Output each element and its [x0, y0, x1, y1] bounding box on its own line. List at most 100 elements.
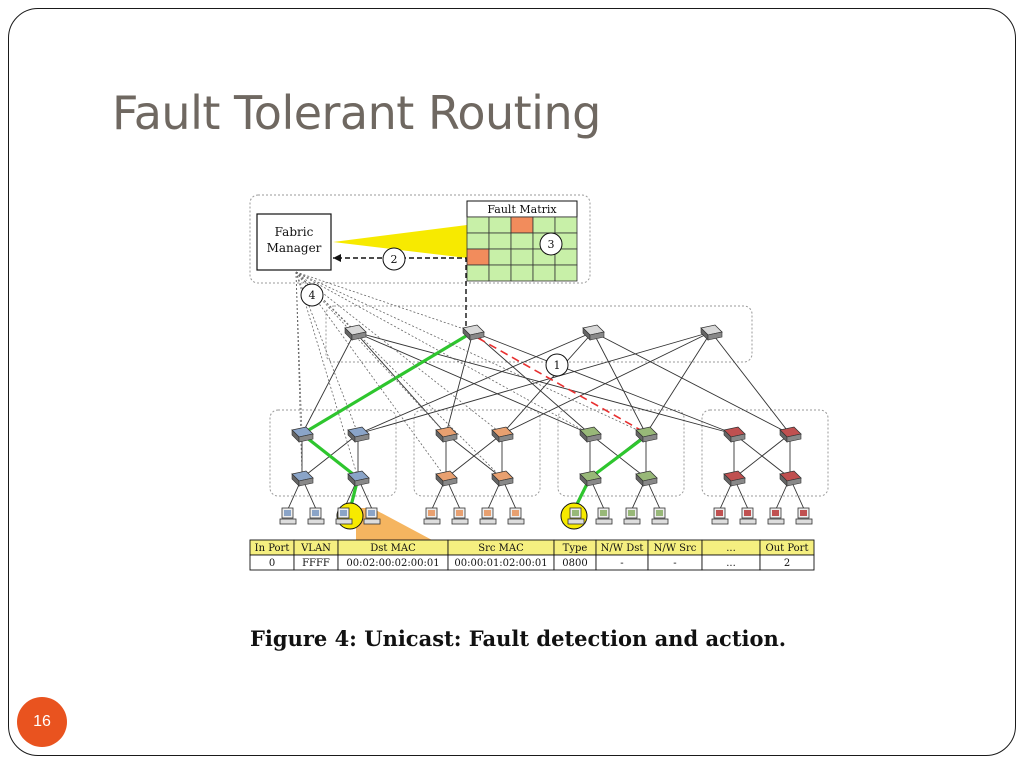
flow-table-header: In Port [255, 543, 290, 554]
slide-number-badge: 16 [17, 697, 67, 747]
host-base-icon [651, 518, 669, 525]
host-screen-icon [600, 510, 607, 516]
edge-switch-icon-front [498, 477, 514, 487]
pod-box-4 [701, 409, 829, 497]
flow-table-header: Dst MAC [370, 543, 416, 554]
host-base-icon [623, 518, 641, 525]
step-circle-4 [300, 283, 324, 307]
flow-table-header: N/W Src [654, 543, 697, 554]
host-screen-icon [312, 510, 319, 516]
flow-table-header: Type [563, 543, 588, 554]
fault-matrix-cell [510, 232, 534, 250]
host-screen-icon [368, 510, 375, 516]
edge-switch-icon-front [442, 477, 458, 487]
slide-title: Fault Tolerant Routing [112, 86, 601, 140]
flow-table-header: Out Port [766, 543, 809, 554]
core-switch-icon-front [351, 331, 367, 341]
fault-matrix-cell [510, 248, 534, 266]
step-label-4: 4 [309, 289, 316, 302]
agg-edge-link [445, 433, 503, 479]
host-base-icon [567, 518, 585, 525]
fault-matrix-cell [554, 216, 578, 234]
host-screen-icon [484, 510, 491, 516]
host-screen-icon [512, 510, 519, 516]
core-agg-link [501, 331, 594, 435]
failed-link [477, 337, 645, 433]
flow-table-value: - [673, 558, 676, 569]
flow-table-value: 2 [784, 558, 790, 569]
host-screen-icon [340, 510, 347, 516]
flow-table-value: 00:02:00:02:00:01 [346, 558, 439, 569]
core-switch-group-box [325, 305, 753, 363]
edge-switch-icon-front [354, 477, 370, 487]
fault-matrix-cell [532, 216, 556, 234]
control-region-box [249, 194, 591, 284]
core-agg-link [357, 331, 594, 435]
host-screen-icon [800, 510, 807, 516]
core-agg-link [472, 331, 591, 435]
fault-matrix-cell [466, 248, 490, 266]
host-base-icon [451, 518, 469, 525]
fault-report-path [333, 257, 467, 326]
aggregation-switch-icon-front [498, 433, 514, 443]
core-switch-icon-front [589, 331, 605, 341]
fault-matrix-cell [466, 232, 490, 250]
agg-edge-link [733, 433, 791, 479]
fault-matrix-cell [532, 264, 556, 282]
flow-table-value: 0800 [562, 558, 587, 569]
step-circle-1 [545, 353, 569, 377]
rerouted-path-segment [589, 434, 647, 480]
control-channel-line [295, 271, 503, 479]
aggregation-switch-icon-front [442, 433, 458, 443]
fault-matrix-cell [466, 216, 490, 234]
pod-box-3 [557, 409, 685, 497]
host-base-icon [595, 518, 613, 525]
core-agg-link [445, 331, 474, 435]
flow-table-value: ... [726, 558, 736, 569]
flow-table-value-cell [759, 554, 815, 571]
aggregation-switch-icon-front [586, 433, 602, 443]
core-agg-link [710, 331, 791, 435]
host-screen-icon [772, 510, 779, 516]
host-screen-icon [428, 510, 435, 516]
step-circle-3 [539, 232, 563, 256]
host-base-icon [423, 518, 441, 525]
fault-matrix-cell [488, 232, 512, 250]
flow-table-header: N/W Dst [601, 543, 644, 554]
edge-switch-icon-front [586, 477, 602, 487]
control-channel-line [295, 271, 474, 333]
flow-table-value: 0 [269, 558, 275, 569]
core-agg-link [501, 331, 712, 435]
host-screen-icon [716, 510, 723, 516]
control-channel-line [295, 271, 303, 435]
aggregation-switch-icon-front [354, 433, 370, 443]
core-agg-link [354, 331, 447, 435]
core-agg-link [472, 331, 735, 435]
aggregation-switch-icon-front [298, 433, 314, 443]
step-circle-2 [382, 247, 406, 271]
step-label-3: 3 [548, 238, 555, 251]
host-base-icon [279, 518, 297, 525]
host-screen-icon [628, 510, 635, 516]
core-switch-icon-front [707, 331, 723, 341]
edge-switch-icon-front [298, 477, 314, 487]
edge-switch-icon-front [786, 477, 802, 487]
fault-matrix-title: Fault Matrix [487, 203, 557, 216]
step-label-1: 1 [554, 359, 561, 372]
fault-matrix-cell [488, 264, 512, 282]
fabric-manager-label: Fabric [275, 225, 314, 239]
control-channel-line [295, 271, 647, 435]
rerouted-path-segment [301, 432, 359, 480]
flow-table-value: - [620, 558, 623, 569]
core-agg-link [592, 331, 647, 435]
rerouted-path-segment [301, 334, 467, 436]
flow-table-value: FFFF [302, 558, 330, 569]
host-base-icon [307, 518, 325, 525]
flow-table-header: Src MAC [478, 543, 524, 554]
flow-table-header: ... [726, 543, 736, 554]
flow-table-header: VLAN [300, 543, 331, 554]
pod-box-2 [413, 409, 541, 497]
fault-matrix-cell [510, 264, 534, 282]
edge-switch-icon-front [642, 477, 658, 487]
